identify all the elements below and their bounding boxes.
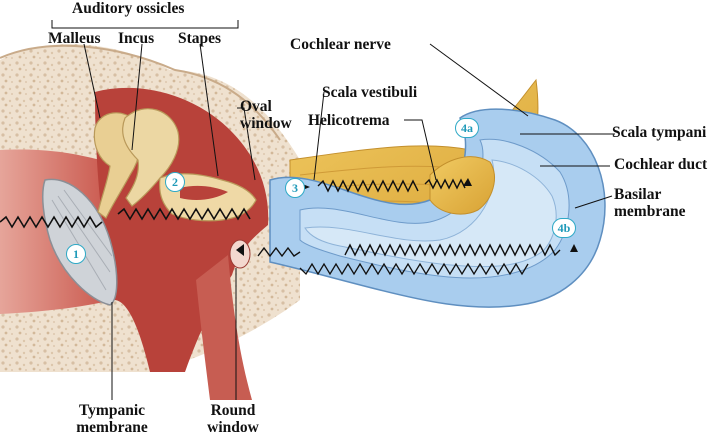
- label-helicotrema: Helicotrema: [308, 112, 390, 129]
- step-badge-4b: 4b: [552, 218, 576, 238]
- wave-helicotrema: [424, 178, 466, 190]
- label-auditory-ossicles: Auditory ossicles: [72, 0, 185, 17]
- wave-basilar: [299, 262, 529, 276]
- label-round-window-line1: Round: [210, 402, 256, 419]
- wave-scala-vestibuli: [317, 179, 419, 193]
- leader-malleus: [83, 43, 101, 119]
- label-basilar-membrane: Basilar membrane: [614, 186, 685, 220]
- eustachian-tube: [196, 255, 252, 400]
- leader-incus: [131, 43, 143, 151]
- arrow-helicotrema: [463, 178, 472, 186]
- wave-to-round-window: [257, 246, 301, 258]
- leader-scala-vestibuli: [313, 91, 325, 181]
- step-badge-4a: 4a: [455, 118, 479, 138]
- step-badge-3: 3: [285, 178, 305, 198]
- leader-cochlear-nerve: [429, 43, 529, 117]
- arrow-basilar: [570, 244, 578, 252]
- label-tympanic-membrane: Tympanic membrane: [68, 402, 156, 436]
- step-badge-1: 1: [66, 244, 86, 264]
- leader-oval-window: [237, 107, 256, 181]
- label-tympanic-membrane-line1: Tympanic: [78, 402, 146, 419]
- incus-shape: [122, 108, 180, 207]
- wave-middle-ear: [117, 207, 251, 221]
- label-malleus: Malleus: [48, 30, 101, 47]
- wave-scala-tympani: [344, 243, 561, 257]
- label-basilar-membrane-line1: Basilar: [614, 186, 662, 203]
- label-round-window-line2: window: [207, 419, 259, 436]
- leader-basilar-membrane: [574, 195, 613, 209]
- bracket-ossicles: [51, 20, 239, 29]
- label-oval-window-line1: Oval: [240, 98, 272, 115]
- label-basilar-membrane-line2: membrane: [614, 203, 686, 220]
- tympanic-membrane-shape: [42, 178, 118, 306]
- round-window-membrane: [229, 239, 251, 269]
- upper-bone-ridge: [0, 44, 281, 141]
- wave-outer-ear: [0, 215, 103, 229]
- label-stapes: Stapes: [178, 30, 222, 47]
- label-scala-vestibuli: Scala vestibuli: [322, 84, 418, 101]
- label-tympanic-membrane-line2: membrane: [76, 419, 148, 436]
- label-incus: Incus: [118, 30, 155, 47]
- label-cochlear-duct: Cochlear duct: [614, 156, 708, 173]
- step-badge-2: 2: [165, 172, 185, 192]
- label-cochlear-nerve: Cochlear nerve: [290, 36, 391, 53]
- label-scala-tympani: Scala tympani: [612, 124, 707, 141]
- arrow-round-window: [236, 244, 244, 256]
- modiolus-gap: [429, 156, 495, 215]
- label-oval-window: Oval window: [240, 98, 292, 132]
- label-oval-window-line2: window: [240, 115, 292, 132]
- leader-stapes: [199, 43, 219, 177]
- label-round-window: Round window: [198, 402, 268, 436]
- leader-helicotrema: [404, 119, 437, 181]
